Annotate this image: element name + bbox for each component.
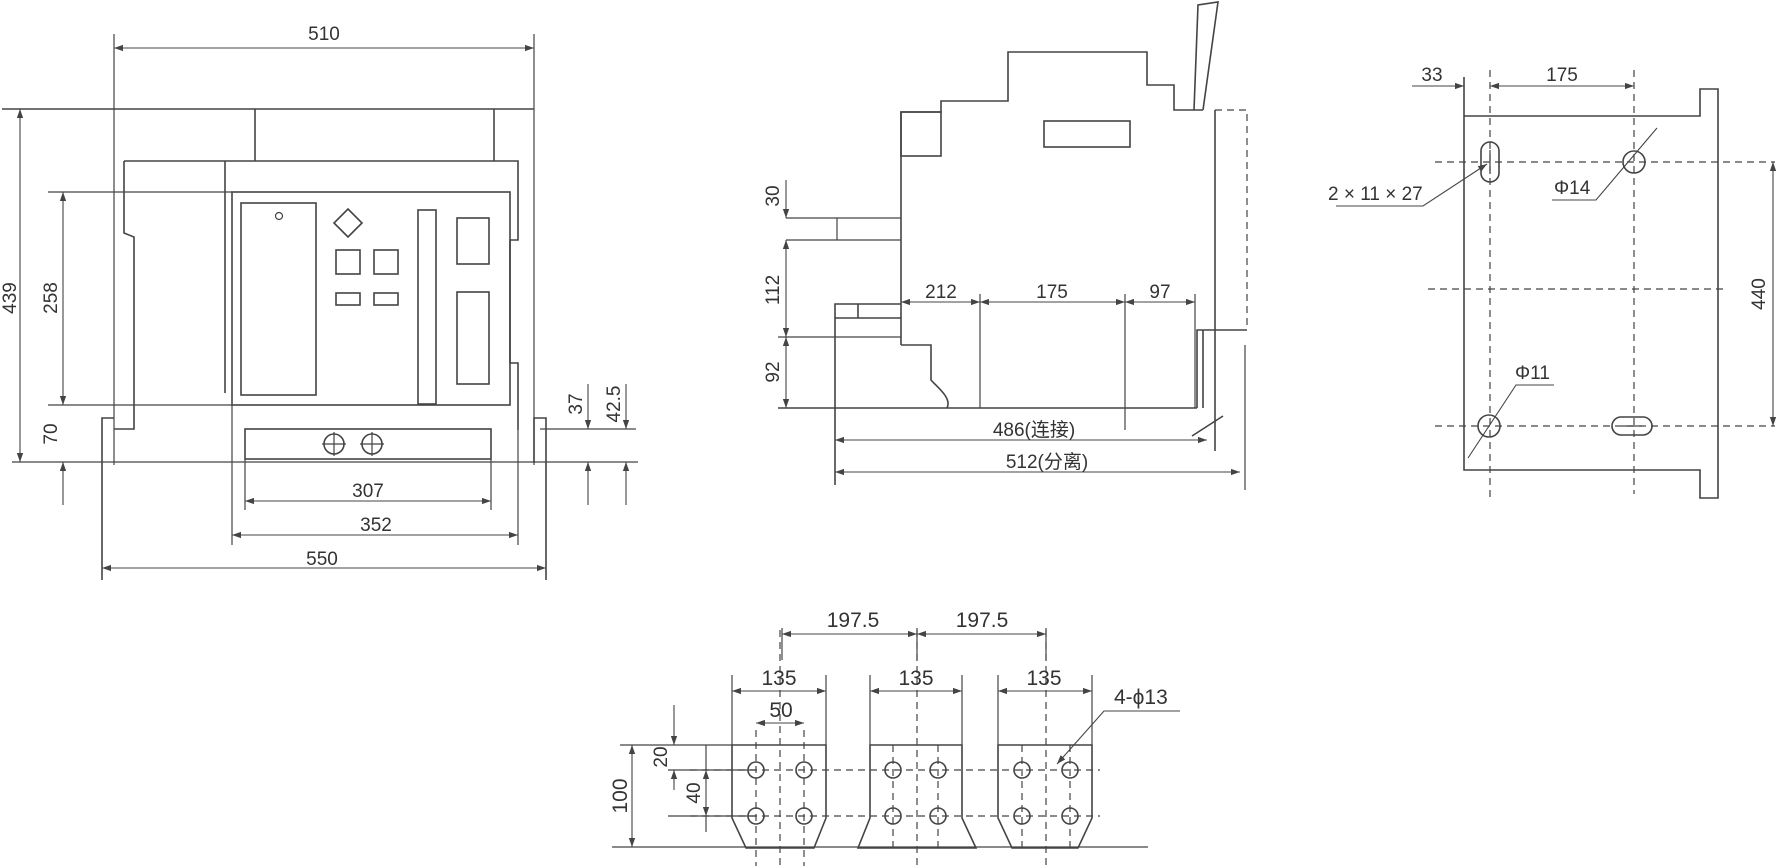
height-20-label: 20: [651, 746, 672, 767]
mounting-plate: [1463, 77, 1719, 499]
dim-307-label: 307: [352, 481, 384, 502]
dim-30-label: 30: [763, 185, 784, 206]
mounting-view: 33 175 440 2 × 11 × 27 Φ14 Φ11: [1328, 65, 1777, 500]
hole-11-bottom-left: [1477, 414, 1501, 438]
pitch-197-5-left-label: 197.5: [827, 609, 880, 632]
terminal-holes: [747, 761, 1079, 825]
slot-hole-bottom-right: [1611, 416, 1653, 436]
dim-70-label: 70: [41, 423, 62, 444]
dim-42-5-label: 42.5: [604, 386, 625, 423]
front-view: 510: [0, 24, 638, 580]
operating-panel: [231, 191, 511, 406]
slot-hole-top-left: [1480, 141, 1500, 183]
width-135-2-label: 135: [898, 667, 933, 690]
dim-112-label: 112: [763, 275, 784, 305]
busbar-view: 197.5 197.5 135 135 135 50 20 40 100 4-ϕ…: [609, 609, 1180, 866]
width-135-3-label: 135: [1026, 667, 1061, 690]
dim-486-label: 486(连接): [993, 419, 1075, 441]
width-50-label: 50: [769, 699, 792, 722]
side-view: 30 112 92 212 175 97 486(连接) 512(分离): [763, 1, 1248, 490]
hole-11-label: Φ11: [1515, 363, 1550, 384]
pitch-197-5-right-label: 197.5: [956, 609, 1009, 632]
busbar-terminal-2: [856, 744, 978, 849]
busbar-terminal-1: [731, 744, 827, 849]
dim-512-label: 512(分离): [1006, 451, 1088, 473]
width-135-1-label: 135: [761, 667, 796, 690]
dim-92-label: 92: [763, 361, 784, 382]
height-40-label: 40: [684, 782, 705, 803]
dim-550-label: 550: [306, 549, 338, 570]
side-window: [1043, 120, 1131, 148]
dim-37-label: 37: [566, 393, 587, 414]
busbar-terminal-3: [997, 744, 1093, 849]
dim-510-label: 510: [308, 24, 340, 45]
dim-97-label: 97: [1149, 282, 1170, 303]
hole-14-top-right: [1622, 150, 1646, 174]
dim-352-label: 352: [360, 515, 392, 536]
holes-4-phi13-label: 4-ϕ13: [1114, 686, 1168, 709]
dim-175-label: 175: [1036, 282, 1068, 303]
dim-258-label: 258: [41, 282, 62, 314]
dim-33-label: 33: [1421, 65, 1442, 86]
dim-175-mount-label: 175: [1546, 65, 1578, 86]
dim-439-label: 439: [0, 282, 21, 314]
dim-440-label: 440: [1749, 278, 1770, 310]
indicator-diamond: [332, 207, 364, 239]
slot-size-label: 2 × 11 × 27: [1328, 184, 1423, 205]
height-100-label: 100: [609, 778, 632, 813]
hole-14-label: Φ14: [1554, 178, 1591, 199]
dim-212-label: 212: [925, 282, 957, 303]
